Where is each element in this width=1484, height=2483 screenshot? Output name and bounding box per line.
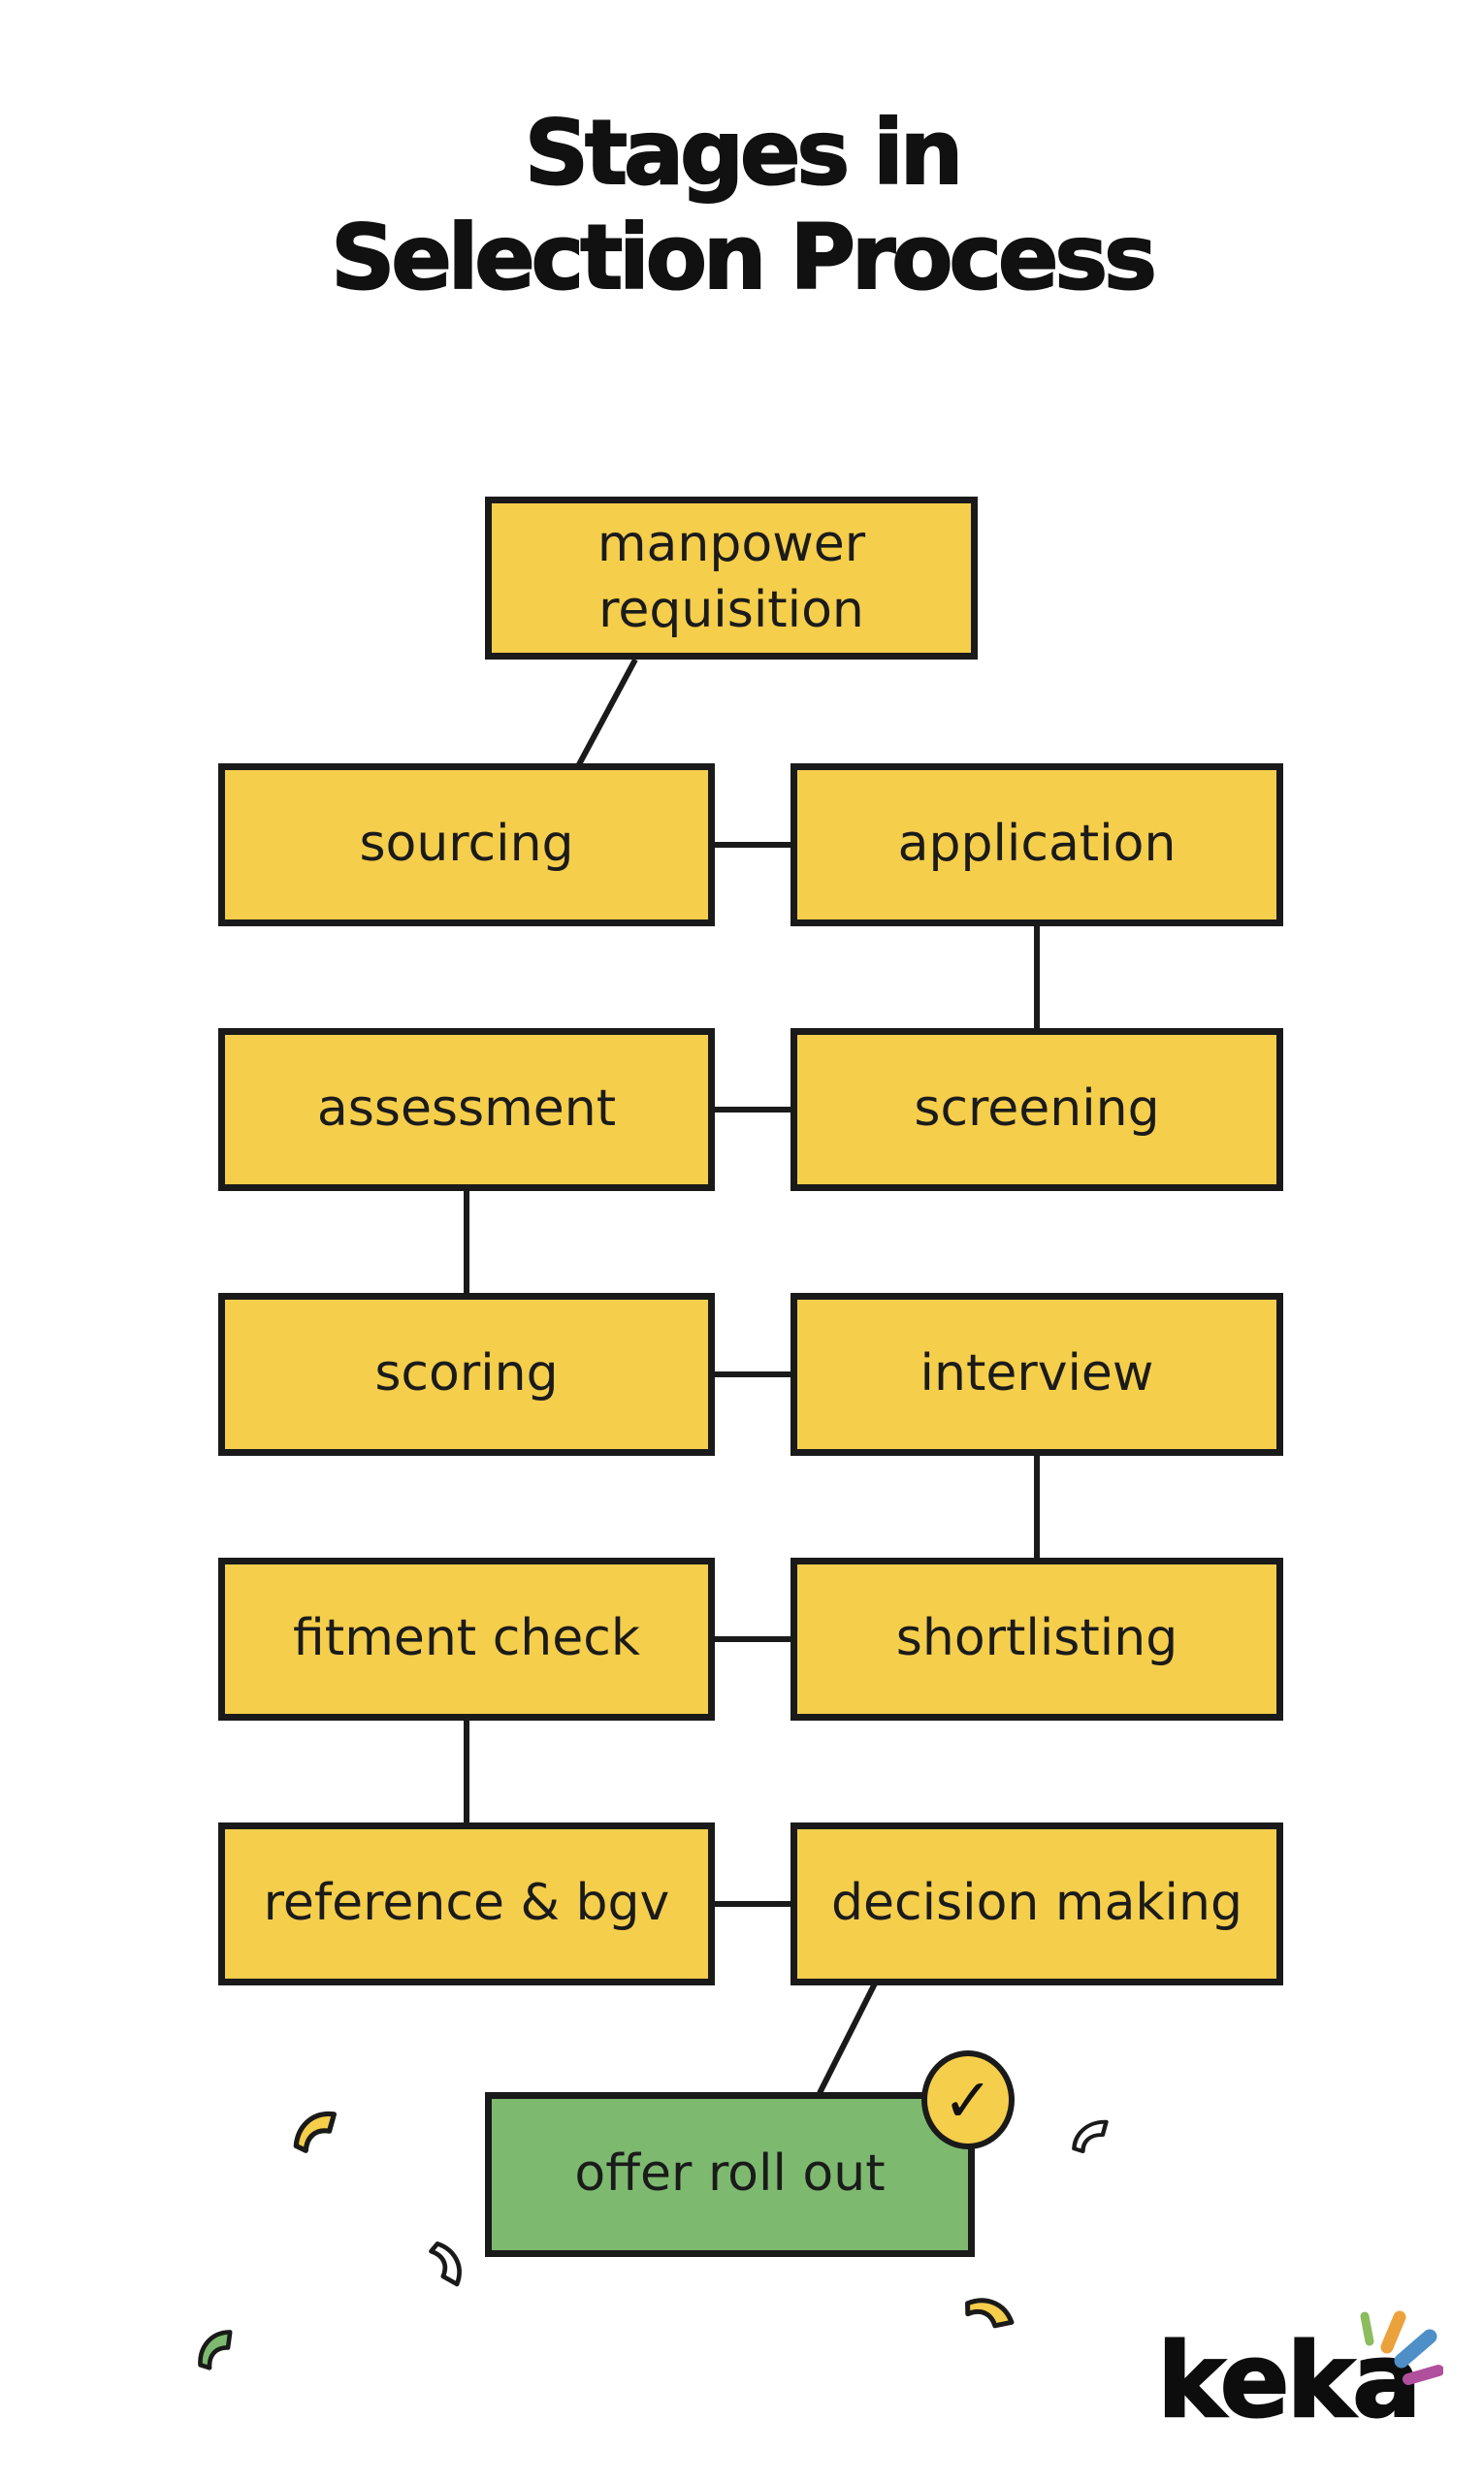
stage-box-scoring: scoring — [218, 1293, 715, 1456]
stage-box-reference-bgv: reference & bgv — [218, 1822, 715, 1985]
stage-label: interview — [919, 1344, 1154, 1403]
stage-label: sourcing — [359, 815, 574, 874]
keka-logo: keka — [1156, 2320, 1423, 2441]
stage-box-screening: screening — [790, 1028, 1283, 1191]
stage-box-sourcing: sourcing — [218, 763, 715, 926]
stage-box-fitment-check: fitment check — [218, 1558, 715, 1721]
confetti-ribbon-yellow-left — [281, 2101, 352, 2162]
stage-label: assessment — [316, 1080, 617, 1139]
stage-label: reference & bgv — [263, 1874, 670, 1933]
stage-box-application: application — [790, 763, 1283, 926]
stage-box-offer-roll-out: offer roll out — [485, 2092, 975, 2257]
page-title-line1: Stages in — [524, 100, 964, 206]
stage-box-manpower-requisition: manpower requisition — [485, 497, 978, 660]
confetti-ribbon-yellow-right — [951, 2274, 1027, 2354]
stage-label: shortlisting — [895, 1609, 1178, 1668]
connector-manpower-sourcing — [575, 658, 638, 768]
stage-label: application — [897, 815, 1177, 874]
confetti-ribbon-white-middle — [419, 2234, 473, 2297]
stage-box-interview: interview — [790, 1293, 1283, 1456]
stage-label: screening — [914, 1080, 1160, 1139]
confetti-ribbon-green-left — [181, 2318, 252, 2379]
page-title-line2: Selection Process — [330, 205, 1158, 310]
stage-label: scoring — [374, 1344, 559, 1403]
stage-label: manpower requisition — [597, 515, 866, 639]
stage-box-shortlisting: shortlisting — [790, 1558, 1283, 1721]
page-title: Stages in Selection Process — [0, 100, 1484, 310]
check-icon: ✓ — [943, 2064, 993, 2136]
stage-box-assessment: assessment — [218, 1028, 715, 1191]
stage-label: fitment check — [293, 1609, 640, 1668]
connector-decision-offer — [817, 1982, 878, 2095]
confetti-ribbon-white-right — [1059, 2111, 1122, 2161]
stage-box-decision-making: decision making — [790, 1822, 1283, 1985]
sparkle-icon — [1346, 2301, 1444, 2392]
stage-label: decision making — [831, 1874, 1242, 1933]
stage-label: offer roll out — [574, 2144, 886, 2204]
check-badge: ✓ — [921, 2050, 1015, 2149]
